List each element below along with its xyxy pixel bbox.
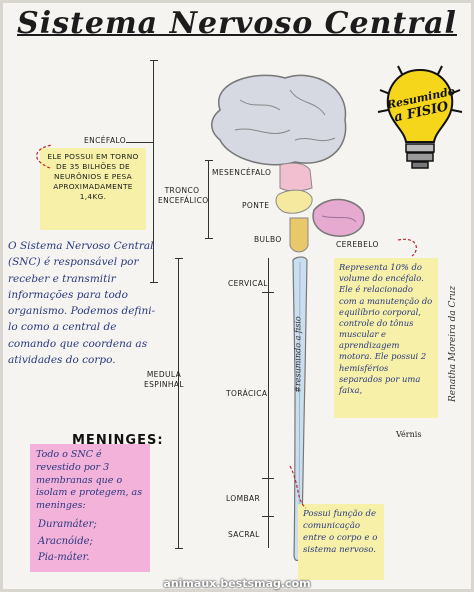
watermark: animaux.bestsmag.com — [163, 577, 311, 590]
meninges-item: Aracnóide; — [38, 535, 93, 547]
snc-note: O Sistema Nervoso Central (SNC) é respon… — [8, 240, 156, 366]
tronco-bracket — [208, 160, 210, 238]
label-medula: MEDULA ESPINHAL — [144, 370, 184, 389]
label-lombar: LOMBAR — [226, 494, 261, 503]
meninges-note: Todo o SNC é revestido por 3 membranas q… — [30, 444, 150, 572]
label-encefalo: ENCÉFALO — [84, 136, 127, 145]
meninges-list: Duramáter; Aracnóide; Pia-máter. — [30, 513, 150, 567]
label-sacral: SACRAL — [228, 530, 260, 539]
bracket-tick — [205, 160, 213, 162]
meninges-item: Pia-máter. — [38, 552, 90, 564]
encefalo-note-text: ELE POSSUI EM TORNO DE 35 BILHÕES DE NEU… — [47, 152, 139, 201]
meninges-text: Todo o SNC é revestido por 3 membranas q… — [36, 449, 143, 512]
bracket-tick — [150, 60, 158, 62]
spine-sections-line — [268, 258, 270, 548]
bracket-tick — [175, 258, 183, 260]
medula-note: Possui função de comunicação entre o cor… — [298, 504, 384, 580]
bracket-tick — [175, 548, 183, 550]
brain-illustration — [211, 74, 365, 253]
lightbulb-icon — [377, 65, 463, 169]
label-mesencefalo: MESENCÉFALO — [212, 168, 272, 177]
badge: Resumindo a FISIO — [374, 60, 466, 180]
label-cervical: CERVICAL — [228, 279, 268, 288]
page-title: Sistema Nervoso Central — [17, 6, 457, 41]
bracket-tick — [205, 238, 213, 240]
label-bulbo: BULBO — [254, 235, 282, 244]
encefalo-note: ELE POSSUI EM TORNO DE 35 BILHÕES DE NEU… — [40, 148, 146, 230]
meninges-item: Duramáter; — [38, 519, 97, 531]
label-tronco: TRONCO ENCEFÁLICO — [158, 186, 209, 205]
section-tick — [262, 478, 274, 480]
cerebelo-note-text: Representa 10% do volume do encéfalo. El… — [339, 262, 433, 395]
section-tick — [262, 292, 274, 294]
medula-bracket — [178, 258, 180, 548]
encefalo-connector — [126, 142, 154, 144]
section-tick — [262, 516, 274, 518]
vernis-label: Vérnis — [396, 430, 422, 439]
cerebelo-note: Representa 10% do volume do encéfalo. El… — [334, 258, 438, 418]
encefalo-bracket — [153, 60, 155, 282]
label-cerebelo: CEREBELO — [336, 240, 379, 249]
label-toracica: TORÁCICA — [226, 389, 268, 398]
label-ponte: PONTE — [242, 201, 270, 210]
bracket-tick — [150, 282, 158, 284]
medula-note-text: Possui função de comunicação entre o cor… — [303, 509, 378, 556]
